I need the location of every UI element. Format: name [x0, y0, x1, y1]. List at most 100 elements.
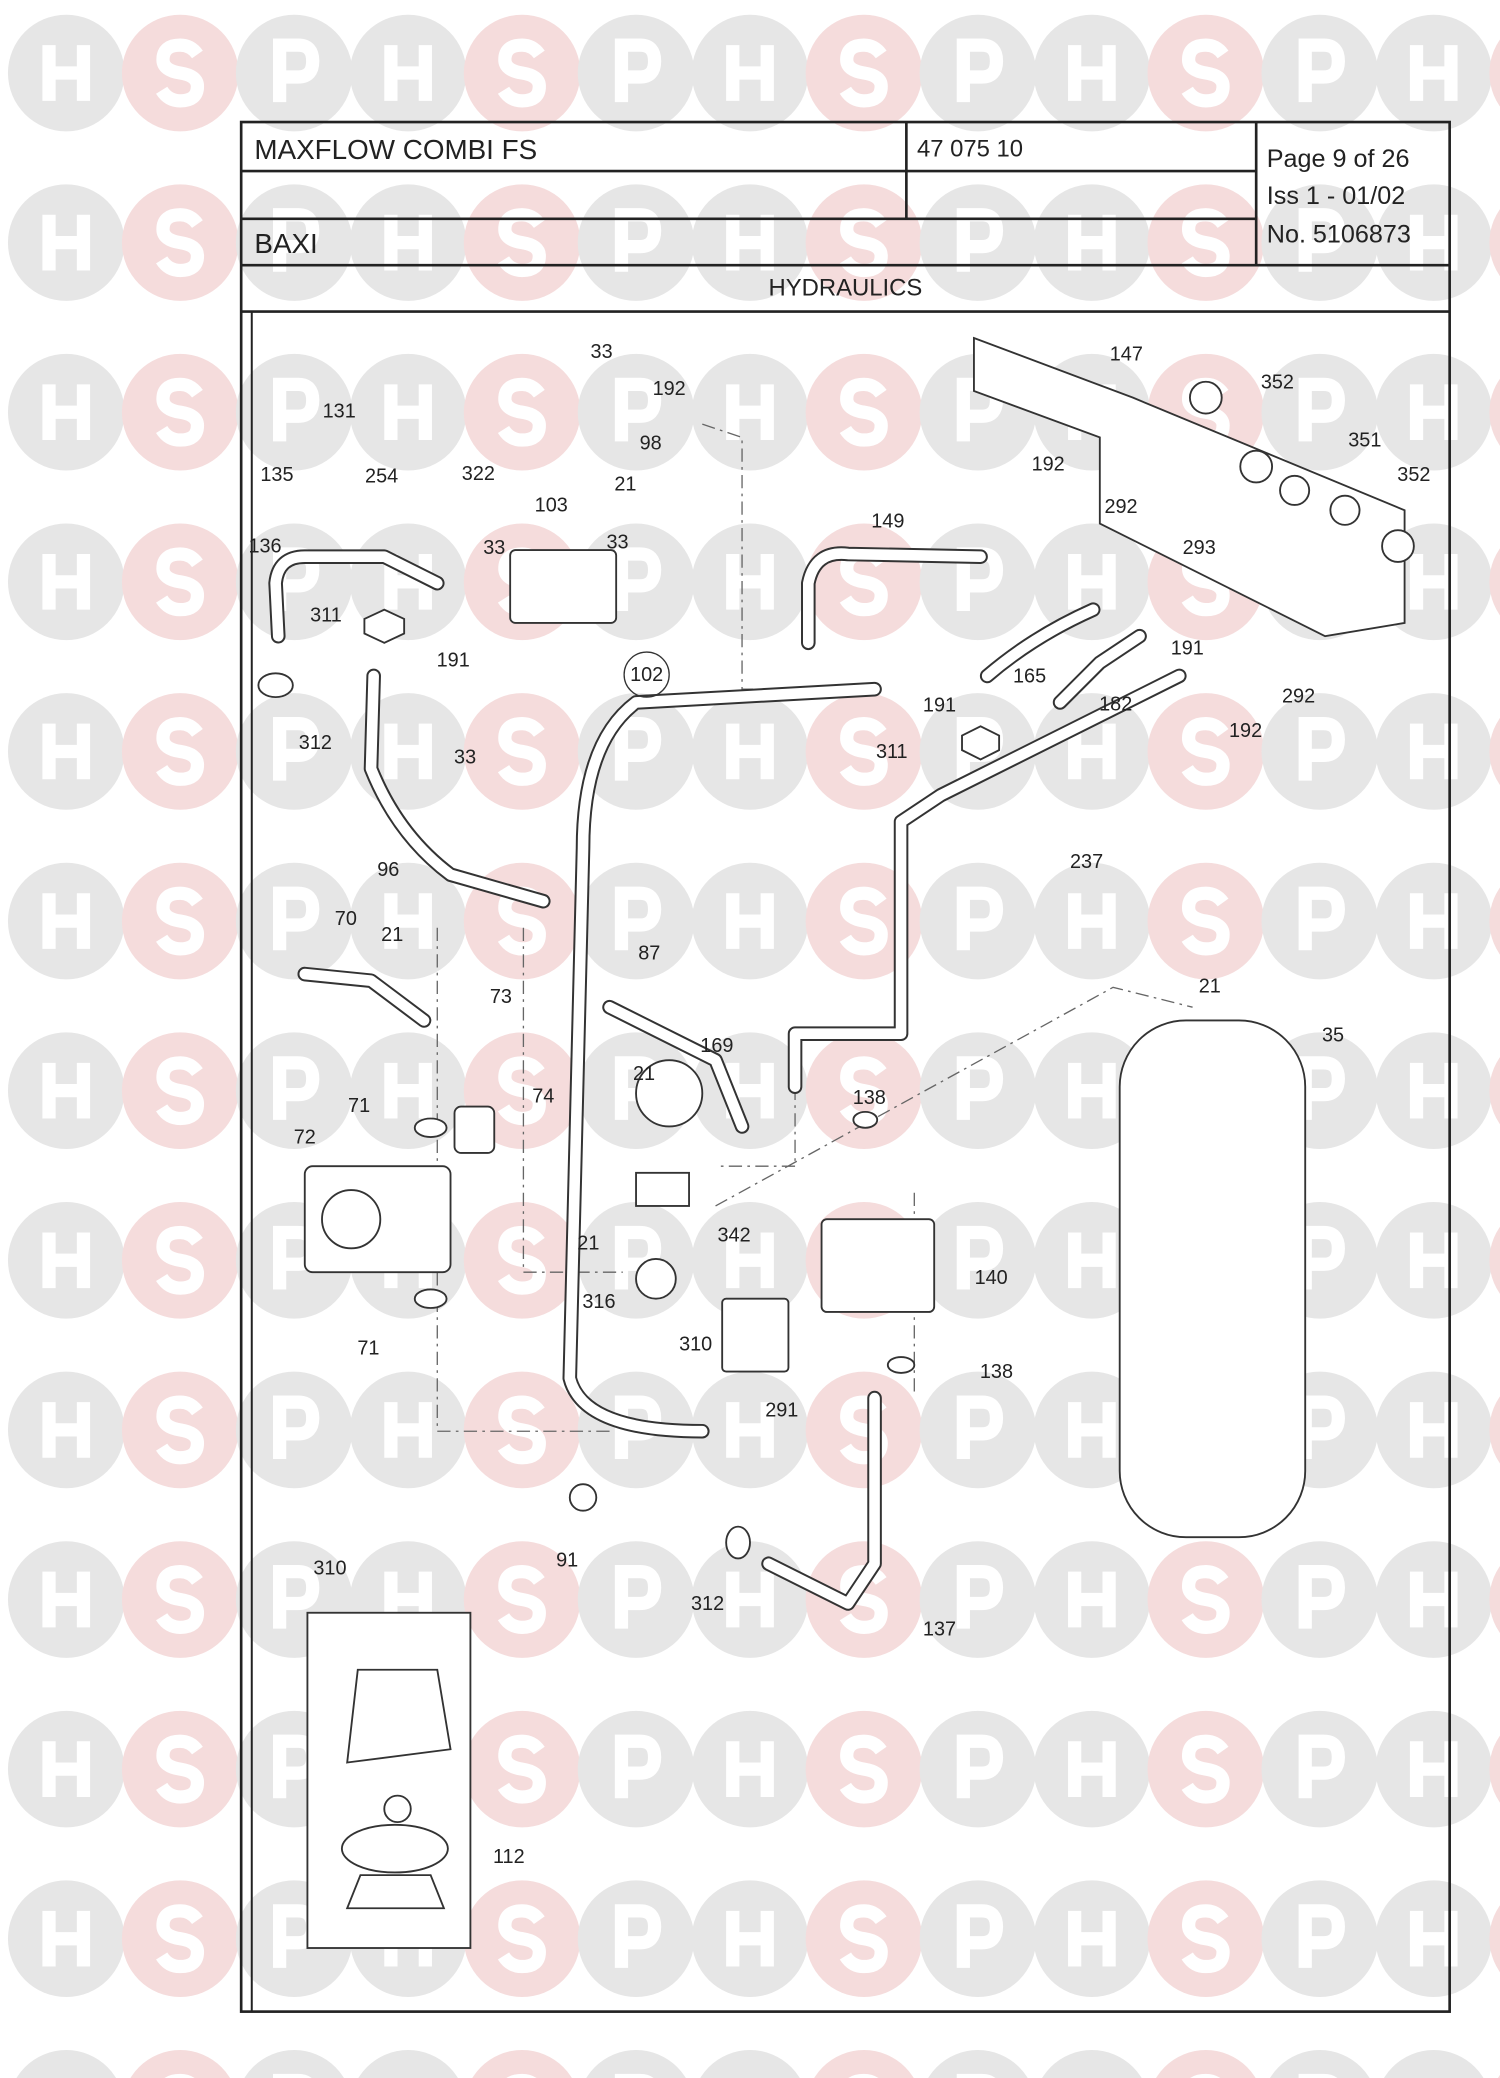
- watermark-letter-glyph: [384, 384, 432, 441]
- watermark-letter-glyph: [1298, 1225, 1345, 1290]
- callout-293: 293: [1183, 537, 1216, 559]
- watermark-letter-glyph: [1298, 1565, 1345, 1629]
- watermark-letter-glyph: [956, 208, 1004, 272]
- callout-21: 21: [577, 1233, 599, 1255]
- callout-135: 135: [260, 464, 293, 486]
- callout-316: 316: [582, 1291, 615, 1313]
- watermark-letter-glyph: [1298, 886, 1345, 951]
- watermark-letter-glyph: [1298, 1734, 1345, 1799]
- callout-33: 33: [606, 532, 628, 554]
- callout-312: 312: [691, 1593, 724, 1615]
- watermark-letter-glyph: [726, 1402, 774, 1458]
- watermark-letter-glyph: [1181, 1565, 1230, 1634]
- model-name: MAXFLOW COMBI FS: [254, 134, 537, 165]
- watermark-circle: [1489, 548, 1500, 616]
- issue: Iss 1 - 01/02: [1267, 182, 1405, 210]
- watermark-circle: [244, 2050, 344, 2078]
- watermark-letter-glyph: [1181, 1904, 1230, 1974]
- callout-21: 21: [1199, 976, 1221, 998]
- page-number: Page 9 of 26: [1267, 145, 1410, 173]
- watermark-circle: [130, 2050, 230, 2078]
- watermark-circle: [1489, 1565, 1500, 1634]
- watermark-letter-glyph: [614, 1734, 662, 1799]
- callout-98: 98: [640, 432, 662, 454]
- watermark-letter-glyph: [497, 208, 546, 278]
- watermark-letter-glyph: [156, 38, 205, 108]
- callout-91: 91: [556, 1549, 578, 1571]
- inset-spring: [383, 1794, 412, 1824]
- watermark-letter-glyph: [156, 1056, 205, 1126]
- watermark-letter-glyph: [1068, 1910, 1116, 1967]
- watermark-letter-glyph: [497, 38, 546, 108]
- diaphragm-310: [635, 1258, 677, 1300]
- callout-191: 191: [923, 695, 956, 717]
- callout-33: 33: [591, 341, 613, 363]
- watermark-letter-glyph: [956, 1056, 1004, 1120]
- watermark-letter-glyph: [42, 1571, 91, 1628]
- watermark-letter-glyph: [956, 1225, 1004, 1290]
- inset-cover-top: [346, 1668, 452, 1764]
- section-title: HYDRAULICS: [769, 275, 923, 302]
- callout-103: 103: [535, 495, 568, 517]
- watermark-letter-glyph: [614, 1565, 662, 1629]
- watermark-letter-glyph: [42, 214, 91, 271]
- callout-322: 322: [462, 463, 495, 485]
- watermark-letter-glyph: [156, 717, 205, 786]
- watermark-letter-glyph: [956, 886, 1004, 951]
- watermark-letter-glyph: [1298, 38, 1345, 103]
- callout-21: 21: [381, 924, 403, 946]
- callout-131: 131: [323, 401, 356, 423]
- watermark-circle: [814, 2050, 914, 2078]
- watermark-letter-glyph: [272, 1395, 320, 1460]
- document-number: No. 5106873: [1267, 221, 1411, 249]
- watermark-circle: [16, 2050, 117, 2078]
- fitting-352b: [1239, 449, 1274, 484]
- callout-72: 72: [294, 1127, 316, 1149]
- callout-71: 71: [357, 1337, 379, 1359]
- callout-291: 291: [765, 1400, 798, 1422]
- callout-140: 140: [975, 1267, 1008, 1289]
- watermark-letter-glyph: [726, 384, 774, 441]
- cap-311: [363, 608, 406, 644]
- watermark-letter-glyph: [956, 1565, 1004, 1629]
- pump-face: [321, 1189, 382, 1250]
- watermark-letter-glyph: [272, 38, 320, 103]
- callout-310: 310: [679, 1333, 712, 1355]
- callout-311: 311: [876, 741, 908, 763]
- watermark-letter-glyph: [42, 1062, 91, 1119]
- watermark-letter-glyph: [42, 1910, 91, 1967]
- expansion-vessel-35: [1118, 1019, 1307, 1539]
- watermark-letter-glyph: [42, 384, 91, 441]
- watermark-letter-glyph: [42, 1232, 91, 1289]
- watermark-letter-glyph: [1298, 1904, 1345, 1968]
- gas-valve-140: [820, 1218, 936, 1313]
- callout-292: 292: [1282, 685, 1315, 707]
- callout-74: 74: [532, 1086, 554, 1108]
- watermark-letter-glyph: [272, 886, 320, 951]
- watermark-circle: [1383, 2050, 1484, 2078]
- watermark-letter-glyph: [42, 1741, 91, 1797]
- watermark-letter-glyph: [384, 45, 432, 101]
- watermark-letter-glyph: [726, 45, 774, 101]
- watermark-letter-glyph: [1068, 893, 1116, 949]
- watermark-letter-glyph: [614, 886, 662, 951]
- watermark-letter-glyph: [1298, 1056, 1345, 1120]
- watermark-circle: [1489, 1396, 1500, 1464]
- callout-21: 21: [633, 1063, 655, 1085]
- watermark-letter-glyph: [384, 723, 432, 780]
- components: [257, 336, 1415, 1949]
- watermark-letter-glyph: [1068, 1232, 1116, 1289]
- watermark-circle: [1489, 39, 1500, 107]
- diverter-valve-103: [509, 549, 618, 624]
- watermark-letter-glyph: [156, 208, 205, 278]
- watermark-letter-glyph: [1068, 1402, 1116, 1458]
- watermark-letter-glyph: [42, 893, 91, 949]
- washer-71: [413, 1117, 448, 1138]
- washer-312b: [725, 1525, 751, 1560]
- watermark-letter-glyph: [42, 45, 91, 101]
- watermark-letter-glyph: [156, 1395, 205, 1465]
- callout-342: 342: [718, 1225, 751, 1247]
- watermark-letter-glyph: [497, 1395, 546, 1465]
- callout-35: 35: [1322, 1025, 1344, 1047]
